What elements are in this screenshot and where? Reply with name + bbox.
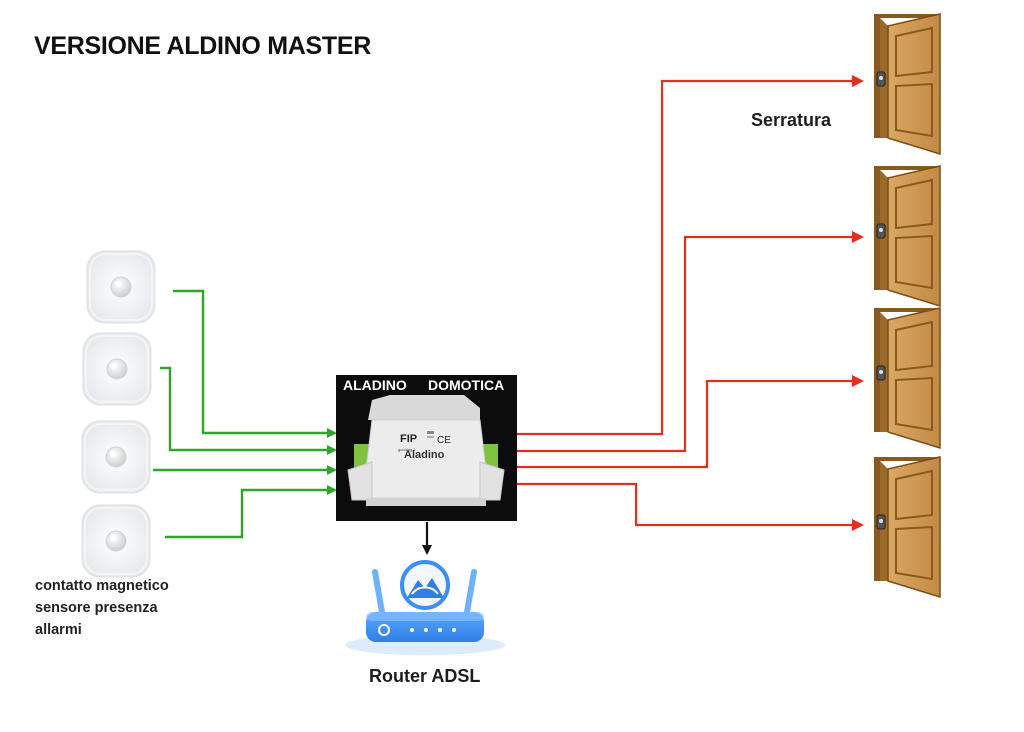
door-3-icon [873, 307, 941, 449]
device-ce-mark: CE [437, 435, 451, 446]
device-label-domotica: DOMOTICA [428, 377, 505, 393]
sensor-label-presence: sensore presenza [35, 600, 158, 616]
sensor-label-magnetic: contatto magnetico [35, 578, 169, 594]
output-connector-2 [517, 231, 864, 453]
aladino-module-icon: FIP gooding 1 CE Aladino [336, 375, 517, 521]
sensor-2-icon [82, 332, 152, 406]
output-connector-1 [517, 75, 864, 436]
output-connector-4 [517, 482, 864, 531]
router-label: Router ADSL [369, 666, 481, 686]
device-name: Aladino [404, 449, 445, 461]
sensor-3-icon [81, 420, 151, 494]
sensor-label-alarms: allarmi [35, 622, 82, 638]
door-2-icon [873, 165, 941, 307]
output-connector-3 [517, 375, 864, 469]
device-small-text: gooding 1 [398, 447, 416, 452]
lock-label: Serratura [751, 110, 832, 130]
door-4-icon [873, 456, 941, 598]
input-connector-4 [165, 485, 337, 539]
door-1-icon [873, 13, 941, 155]
input-connector-1 [173, 289, 337, 438]
router-icon [345, 560, 505, 655]
device-brand: FIP [400, 433, 417, 445]
device-label-aladino: ALADINO [343, 377, 407, 393]
sensor-4-icon [81, 504, 151, 578]
diagram-title: VERSIONE ALDINO MASTER [34, 32, 371, 60]
sensor-1-icon [86, 250, 156, 324]
input-connector-2 [160, 366, 337, 455]
